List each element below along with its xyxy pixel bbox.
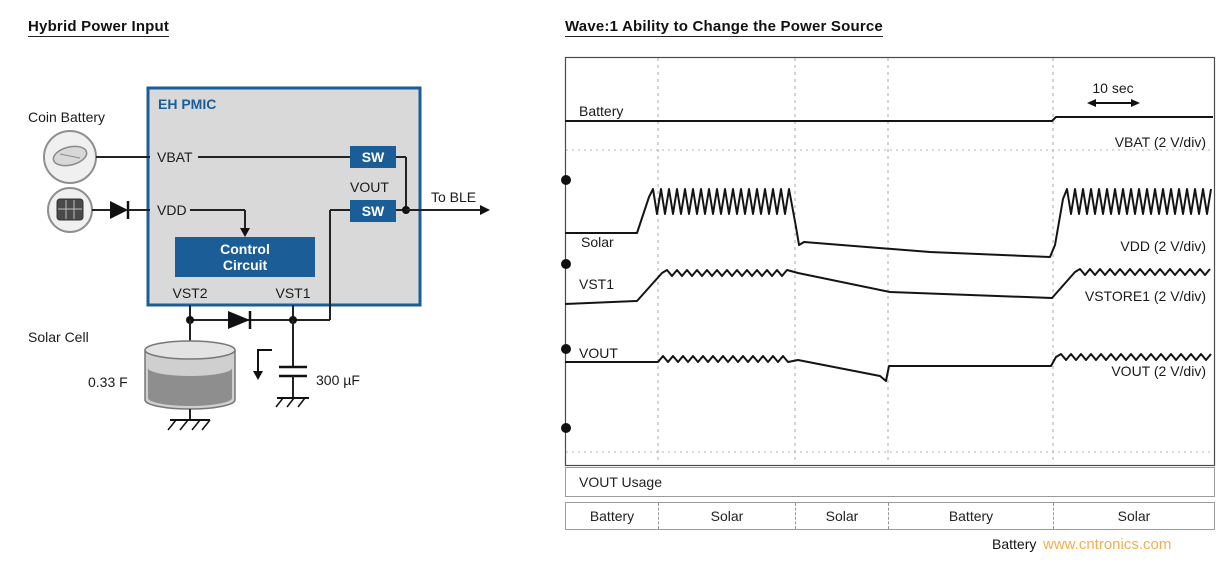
segment-solar: Solar (658, 503, 795, 529)
scope-title: Wave:1 Ability to Change the Power Sourc… (565, 18, 883, 37)
down-arrow-icon (240, 228, 250, 237)
scope-grid (566, 58, 1214, 464)
to-ble-arrow (480, 205, 490, 215)
trigger-marker (561, 423, 571, 433)
sw2-box (350, 200, 396, 222)
bottom-caption: Battery (992, 536, 1037, 552)
to-ble-label: To BLE (431, 189, 476, 205)
coin-battery-label: Coin Battery (28, 109, 105, 125)
vout-label: VOUT (350, 179, 389, 195)
segment-solar: Solar (1053, 503, 1214, 529)
left-title: Hybrid Power Input (28, 18, 170, 37)
storage-network (186, 209, 350, 329)
vbat-trace (565, 116, 1213, 122)
vbat-label: VBAT (157, 149, 193, 165)
scale-label-vbat: VBAT (2 V/div) (1115, 134, 1206, 150)
trigger-markers (561, 175, 571, 433)
current-arrow-icon (253, 349, 272, 380)
sw1-label: SW (362, 149, 385, 165)
vdd-wire (92, 201, 250, 237)
vst1-label: VST1 (275, 285, 310, 301)
trace-label-vout: VOUT (579, 345, 618, 361)
diode-icon (228, 311, 250, 329)
ground-icon (275, 397, 309, 408)
solar-cell-label: Solar Cell (28, 329, 89, 345)
timebase-label: 10 sec (1092, 80, 1133, 96)
supercap-icon (144, 320, 236, 431)
timebase-arrow (1087, 99, 1140, 107)
vstore1-trace (564, 268, 1211, 305)
trigger-marker (561, 175, 571, 185)
vout-usage-label: VOUT Usage (579, 474, 662, 490)
sw1-box (350, 146, 396, 168)
ground-icon (167, 419, 211, 431)
segment-battery: Battery (589, 508, 635, 524)
scale-label-vout: VOUT (2 V/div) (1111, 363, 1206, 379)
trigger-marker (561, 344, 571, 354)
coin-battery-icon (43, 130, 97, 184)
capacitor-icon (275, 320, 309, 408)
cap-value: 300 µF (316, 372, 360, 388)
trace-label-battery: Battery (579, 103, 623, 119)
control-circuit-line1: Control (220, 241, 270, 257)
diode-icon (110, 201, 128, 219)
scope-frame (564, 56, 1216, 467)
vout-trace (565, 353, 1212, 382)
supercap-value: 0.33 F (88, 374, 128, 390)
scale-label-vdd: VDD (2 V/div) (1120, 238, 1206, 254)
vout-usage-row: VOUT Usage (565, 467, 1215, 497)
sw2-label: SW (362, 203, 385, 219)
trace-label-vst1: VST1 (579, 276, 614, 292)
vst2-label: VST2 (172, 285, 207, 301)
solar-cell-icon (47, 187, 93, 233)
scale-label-vstore1: VSTORE1 (2 V/div) (1085, 288, 1206, 304)
control-circuit-line2: Circuit (223, 257, 268, 273)
vdd-trace (565, 188, 1212, 258)
trace-label-solar: Solar (581, 234, 614, 250)
watermark: www.cntronics.com (1043, 536, 1172, 553)
segment-battery: Battery (888, 503, 1053, 529)
trigger-marker (561, 259, 571, 269)
power-source-segments: Battery Solar Solar Battery Solar (565, 502, 1215, 530)
to-ble-wire (396, 156, 490, 215)
vdd-label: VDD (157, 202, 187, 218)
segment-solar: Solar (795, 503, 888, 529)
control-circuit-box (175, 237, 315, 277)
eh-pmic-label: EH PMIC (158, 96, 216, 112)
